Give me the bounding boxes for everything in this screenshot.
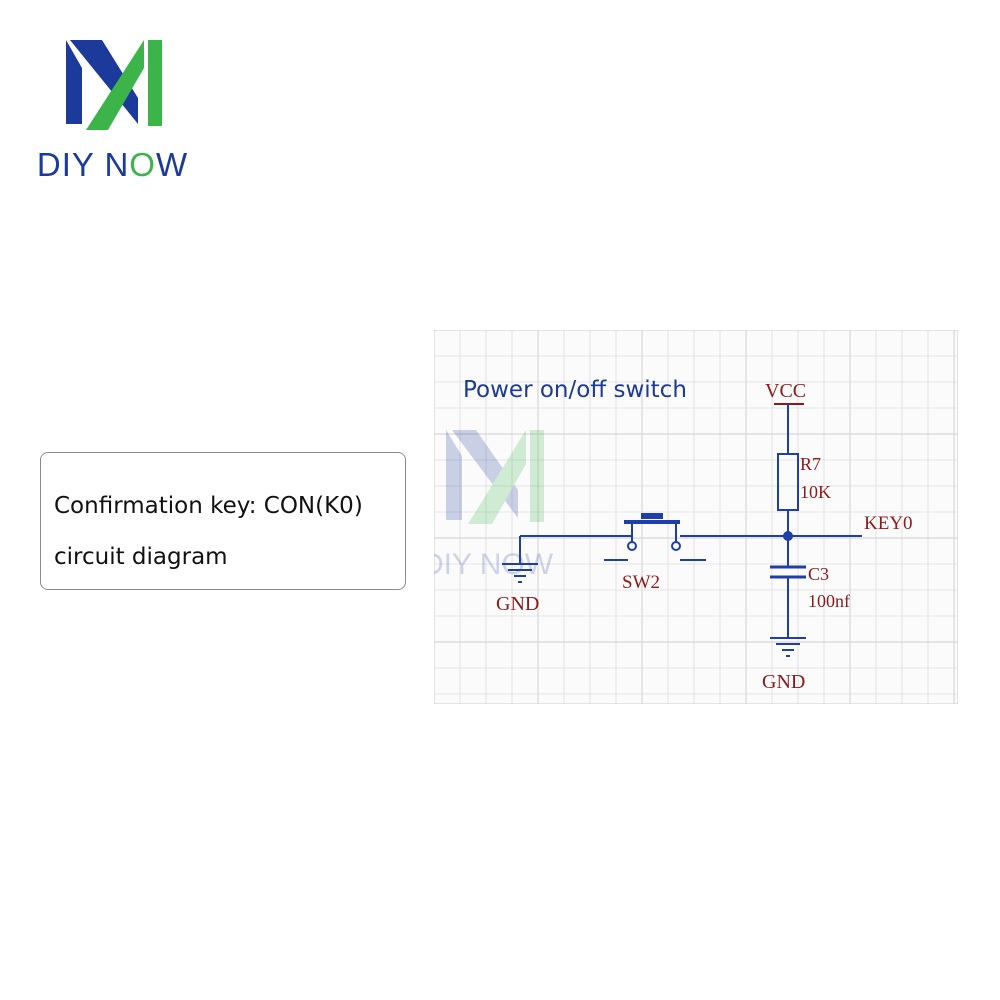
watermark-logo: [446, 430, 544, 524]
circuit-diagram: DIY NOW Power on/off switch VCC R7 10K K…: [434, 330, 958, 704]
pushbutton-sw2: [604, 513, 706, 561]
ground-label-left: GND: [496, 593, 539, 615]
schematic-canvas: DIY NOW Power on/off switch VCC R7 10K K…: [434, 330, 958, 704]
ground-label-right: GND: [762, 671, 805, 693]
ground-symbol-left: [502, 563, 538, 583]
brand-logo-icon: [66, 40, 162, 130]
vcc-label: VCC: [765, 380, 806, 402]
switch-label: SW2: [622, 572, 660, 593]
resistor-name: R7: [800, 454, 821, 474]
caption-line-2: circuit diagram: [54, 544, 228, 570]
capacitor-name: C3: [808, 564, 829, 584]
output-label: KEY0: [864, 513, 913, 534]
schematic-title: Power on/off switch: [463, 377, 687, 403]
resistor-value: 10K: [800, 482, 831, 502]
brand-name: DIY NOW: [36, 146, 189, 183]
grid: [434, 330, 958, 704]
caption-box: Confirmation key: CON(K0) circuit diagra…: [40, 452, 406, 590]
ground-symbol-right: [770, 637, 806, 657]
brand-logo: DIY NOW: [30, 28, 190, 188]
capacitor-value: 100nf: [808, 591, 850, 611]
caption-line-1: Confirmation key: CON(K0): [54, 493, 363, 519]
